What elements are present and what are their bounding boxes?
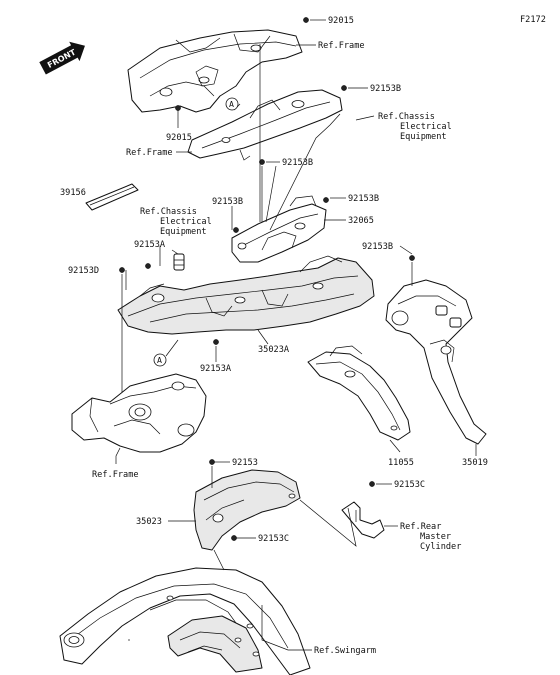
svg-text:A: A xyxy=(229,99,234,109)
rear-frame-top xyxy=(127,29,303,113)
label-35023a: 35023A xyxy=(258,345,290,355)
ref-chassis-top-line1: Ref.Chassis xyxy=(378,112,435,122)
bolt-icon xyxy=(323,197,329,203)
label-92153b-right: 92153B xyxy=(348,194,379,204)
bracket-11055 xyxy=(307,345,411,441)
label-92153c-right: 92153C xyxy=(394,480,425,490)
bolt-icon xyxy=(119,267,125,273)
bolt-icon xyxy=(233,227,239,233)
bolt-icon xyxy=(145,263,151,269)
bolt-icon xyxy=(369,481,375,487)
ref-chassis-left-line3: Equipment xyxy=(160,227,207,237)
label-11055: 11055 xyxy=(388,458,414,468)
reference-labels: Ref.Frame Ref.Frame Ref.Frame Ref.Chassi… xyxy=(92,41,461,656)
ref-chassis-top-line2: Electrical xyxy=(400,122,452,132)
label-92015-mid: 92015 xyxy=(166,133,192,143)
ref-chassis-top-line3: Equipment xyxy=(400,132,447,142)
bolt-icon xyxy=(409,255,415,261)
label-92153: 92153 xyxy=(232,458,258,468)
svg-text:A: A xyxy=(157,355,162,365)
label-92153a-left: 92153A xyxy=(134,240,166,250)
page-code: F2172 xyxy=(520,15,546,25)
label-35019: 35019 xyxy=(462,458,488,468)
label-92153c-mid: 92153C xyxy=(258,534,289,544)
ref-rear-master-line3: Cylinder xyxy=(420,542,461,552)
leader-lines xyxy=(115,19,477,651)
license-bracket-35019 xyxy=(385,279,487,445)
bolt-icon xyxy=(341,85,347,91)
sticker-39156 xyxy=(85,183,139,211)
bolt-icon xyxy=(259,159,265,165)
ref-rear-master-line1: Ref.Rear xyxy=(400,522,441,532)
bolt-icon xyxy=(175,105,181,111)
hose-clamp xyxy=(341,501,385,539)
ref-frame-mid: Ref.Frame xyxy=(126,148,173,158)
ref-chassis-left-line1: Ref.Chassis xyxy=(140,207,197,217)
ref-rear-master-line2: Master xyxy=(420,532,451,542)
front-fender-35023 xyxy=(193,469,301,551)
front-arrow-icon xyxy=(39,41,85,75)
label-39156: 39156 xyxy=(60,188,86,198)
frame-lower-left xyxy=(71,373,207,453)
grommet-left xyxy=(173,253,185,271)
ref-swingarm: Ref.Swingarm xyxy=(314,646,376,656)
ref-frame-top: Ref.Frame xyxy=(318,41,365,51)
bolt-icon xyxy=(213,339,219,345)
label-92153a-bottom: 92153A xyxy=(200,364,232,374)
label-92153d: 92153D xyxy=(68,266,99,276)
bolt-icon xyxy=(209,459,215,465)
reference-marker-a2: A xyxy=(153,353,167,367)
label-92015-top: 92015 xyxy=(328,16,354,26)
ref-frame-bottom: Ref.Frame xyxy=(92,470,139,480)
rear-fender-35023a xyxy=(117,255,375,335)
part-labels: 92015 92015 92153B 92153B 92153B 92153B … xyxy=(60,16,488,544)
bracket-32065 xyxy=(231,195,327,263)
ref-chassis-left-line2: Electrical xyxy=(160,217,212,227)
label-92153b-top: 92153B xyxy=(370,84,401,94)
label-92153b-left: 92153B xyxy=(212,197,243,207)
reference-marker-a1: A xyxy=(225,97,239,111)
bolt-icon xyxy=(303,17,309,23)
front-arrow-badge: FRONT xyxy=(39,41,85,75)
bolt-icon xyxy=(231,535,237,541)
label-92153b-mid: 92153B xyxy=(282,158,313,168)
label-92153b-far: 92153B xyxy=(362,242,393,252)
swingarm xyxy=(59,567,311,675)
label-35023: 35023 xyxy=(136,517,162,527)
label-32065: 32065 xyxy=(348,216,374,226)
seat-bracket-upper xyxy=(187,89,343,161)
bolt-symbols xyxy=(119,17,415,541)
